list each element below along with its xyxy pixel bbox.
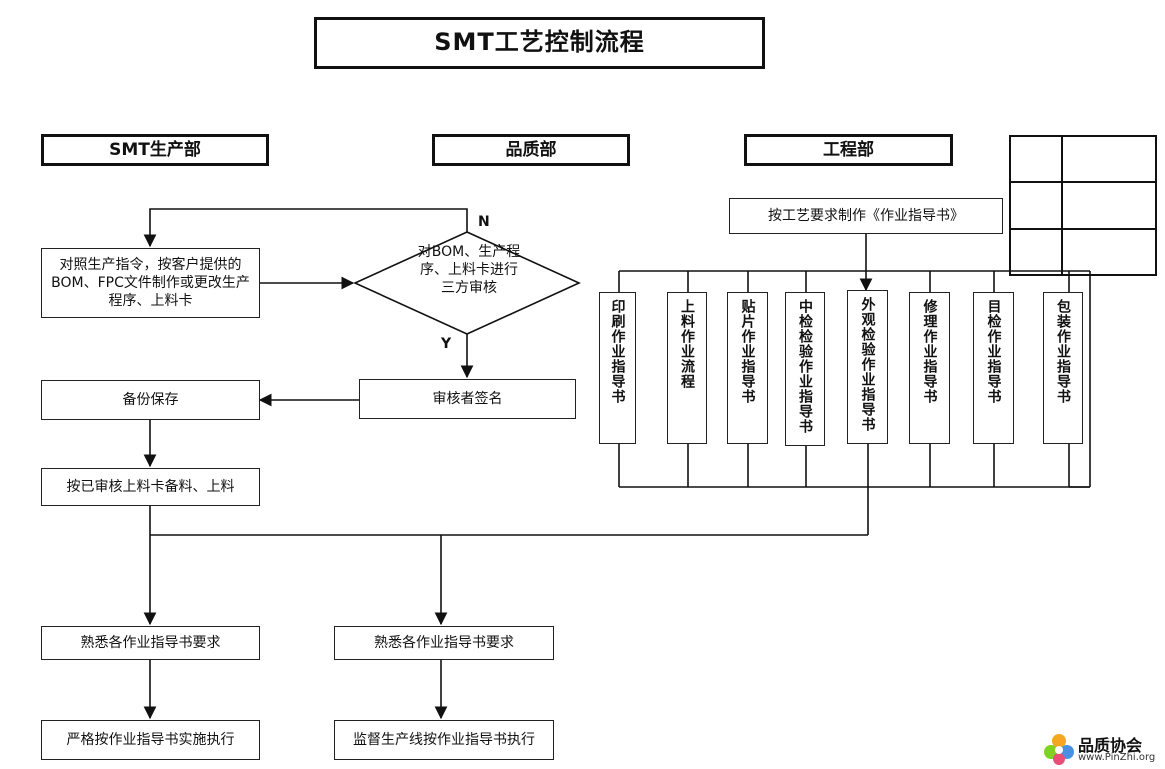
- step-reviewer-sign: 审核者签名: [359, 379, 576, 419]
- step-feed-materials: 按已审核上料卡备料、上料: [41, 468, 260, 506]
- instruction-label: 目检作业指导书: [985, 299, 1002, 404]
- review-decision-text: 对BOM、生产程序、上料卡进行三方审核: [417, 244, 521, 297]
- instruction-box: 修理作业指导书: [909, 292, 950, 444]
- instruction-label: 包装作业指导书: [1055, 299, 1071, 404]
- instruction-box: 上料作业流程: [667, 292, 707, 444]
- step-strict-execute: 严格按作业指导书实施执行: [41, 720, 260, 760]
- instruction-label: 修理作业指导书: [921, 299, 938, 404]
- step-backup: 备份保存: [41, 380, 260, 420]
- instruction-box: 贴片作业指导书: [727, 292, 768, 444]
- instruction-box: 中检检验作业指导书: [785, 292, 825, 446]
- step-prepare-program: 对照生产指令，按客户提供的BOM、FPC文件制作或更改生产程序、上料卡: [41, 248, 260, 318]
- dept-engineering: 工程部: [744, 134, 953, 166]
- instruction-label: 中检检验作业指导书: [797, 299, 813, 434]
- step-production-familiar: 熟悉各作业指导书要求: [41, 626, 260, 660]
- dept-production: SMT生产部: [41, 134, 269, 166]
- instruction-box: 印刷作业指导书: [599, 292, 636, 444]
- decision-no-label: N: [478, 214, 490, 230]
- watermark-name: 品质协会: [1078, 736, 1143, 755]
- dept-quality: 品质部: [432, 134, 630, 166]
- instruction-box: 包装作业指导书: [1043, 292, 1083, 444]
- flower-logo-icon: [1044, 734, 1074, 765]
- no-loop-arrow: [143, 208, 468, 248]
- page-title: SMT工艺控制流程: [314, 17, 765, 69]
- pinzhi-watermark: 品质协会 www.PinZhi.org: [1040, 730, 1165, 769]
- step-make-instruction: 按工艺要求制作《作业指导书》: [729, 198, 1003, 234]
- watermark-url: www.PinZhi.org: [1078, 752, 1156, 763]
- instruction-label: 印刷作业指导书: [609, 299, 626, 404]
- decision-yes-label: Y: [441, 336, 452, 352]
- instruction-box: 目检作业指导书: [973, 292, 1014, 444]
- empty-grid-table: [1009, 134, 1157, 277]
- instruction-label: 贴片作业指导书: [739, 299, 756, 404]
- instruction-label: 外观检验作业指导书: [859, 297, 876, 432]
- step-quality-familiar: 熟悉各作业指导书要求: [334, 626, 554, 660]
- instruction-box: 外观检验作业指导书: [847, 290, 888, 444]
- step-supervise-line: 监督生产线按作业指导书执行: [334, 720, 554, 760]
- instruction-label: 上料作业流程: [679, 299, 695, 389]
